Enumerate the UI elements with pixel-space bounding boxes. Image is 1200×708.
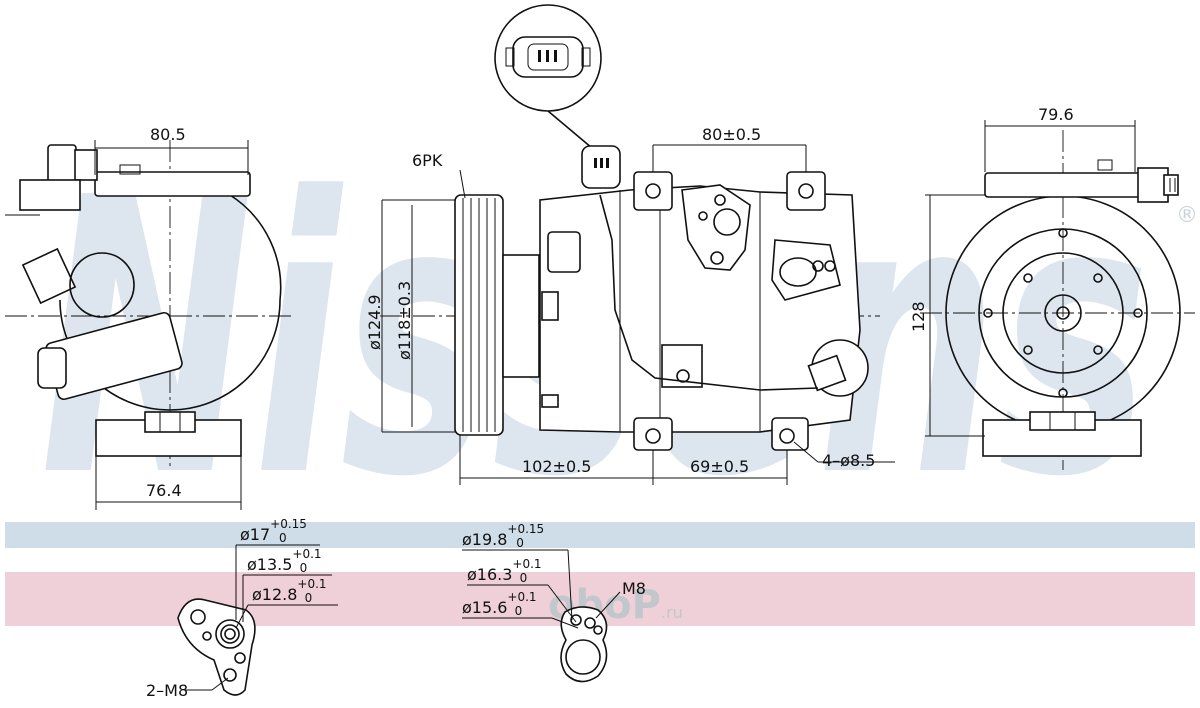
mount-holes-label: 4–ø8.5 xyxy=(822,451,875,470)
right-view: 79.6 128 xyxy=(909,105,1195,470)
connector-wire xyxy=(599,194,819,391)
port-right-thread: M8 xyxy=(622,579,646,598)
left-view-width-bottom: 76.4 xyxy=(146,481,182,500)
left-view: 80.5 76.4 xyxy=(5,125,295,510)
watermark-site-suffix: .ru xyxy=(661,603,683,622)
left-view-width-top: 80.5 xyxy=(150,125,186,144)
connector-leader-line xyxy=(547,110,593,149)
pulley-inner-diameter: ø118±0.3 xyxy=(395,281,414,360)
pulley-grooves xyxy=(462,198,496,432)
mount-spacing-top: 80±0.5 xyxy=(702,125,761,144)
length-main: 102±0.5 xyxy=(522,457,591,476)
watermark-registered-mark: ® xyxy=(1176,203,1198,228)
watermark-band-blue xyxy=(5,522,1195,548)
belt-type-label: 6PK xyxy=(412,151,443,170)
side-view: 6PK ø124.9 ø118±0.3 80±0.5 102±0.5 69±0.… xyxy=(365,125,895,485)
right-view-width: 79.6 xyxy=(1038,105,1074,124)
mount-spacing-bottom: 69±0.5 xyxy=(690,457,749,476)
pulley-outer-diameter: ø124.9 xyxy=(365,294,384,350)
right-view-height: 128 xyxy=(909,301,928,332)
connector-callout xyxy=(494,4,602,149)
port-left-thread: 2–M8 xyxy=(146,681,188,700)
